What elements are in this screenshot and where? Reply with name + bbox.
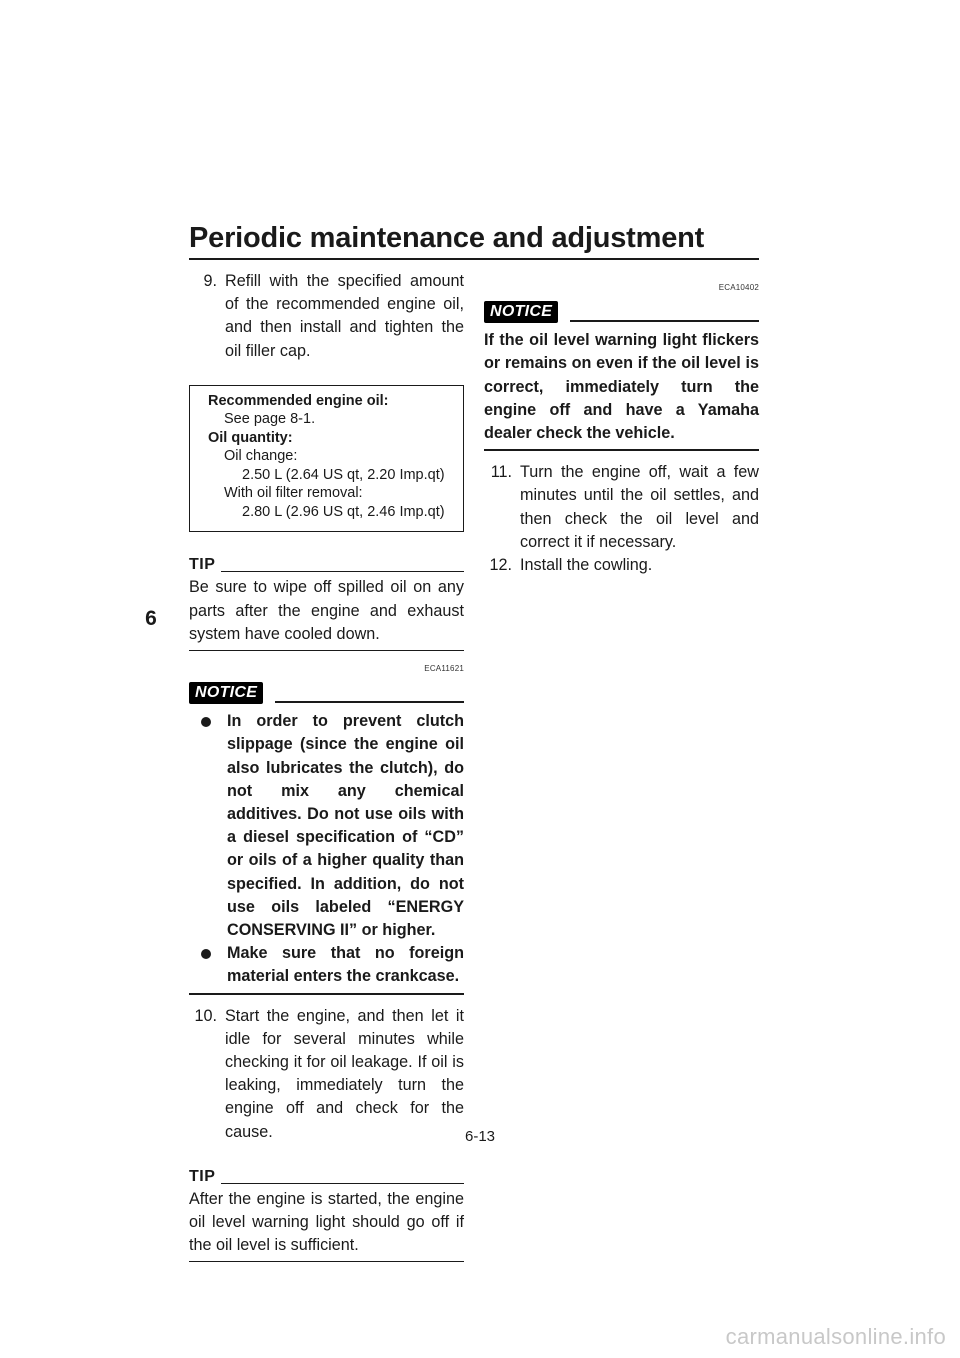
notice-end-rule bbox=[484, 449, 759, 452]
notice-bullet: In order to prevent clutch slippage (sin… bbox=[189, 710, 464, 942]
spec-value-recommended-oil: See page 8-1. bbox=[224, 411, 316, 428]
tip-header: TIP bbox=[189, 1168, 464, 1186]
tip-text: Be sure to wipe off spilled oil on any p… bbox=[189, 578, 464, 643]
bullet-text: Make sure that no foreign material enter… bbox=[227, 944, 464, 986]
step-text: Refill with the specified amount of the … bbox=[225, 272, 464, 360]
spec-box: Recommended engine oil: See page 8-1. Oi… bbox=[189, 384, 464, 533]
step-number: 12. bbox=[489, 556, 512, 575]
page-title: Periodic maintenance and adjustment bbox=[189, 222, 705, 254]
notice-badge: NOTICE bbox=[189, 682, 264, 705]
step-text: Install the cowling. bbox=[520, 556, 653, 575]
spec-label-filter-removal: With oil filter removal: bbox=[224, 485, 363, 502]
notice-rule bbox=[570, 320, 759, 323]
tip-rule bbox=[221, 1182, 464, 1184]
step-11: 11. Turn the engine off, wait a few minu… bbox=[484, 461, 759, 554]
tip-end-rule bbox=[189, 649, 464, 651]
notice-text: If the oil level warning light flickers … bbox=[484, 331, 759, 443]
step-12: 12. Install the cowling. bbox=[484, 554, 759, 577]
notice-badge: NOTICE bbox=[484, 301, 559, 324]
bullet-icon bbox=[201, 949, 211, 960]
bullet-icon bbox=[201, 717, 211, 728]
notice-code: ECA10402 bbox=[718, 283, 759, 292]
step-number: 9. bbox=[203, 272, 217, 290]
notice-code: ECA11621 bbox=[424, 663, 464, 673]
spec-value-oil-change: 2.50 L (2.64 US qt, 2.20 Imp.qt) bbox=[242, 466, 445, 483]
tip-text: After the engine is started, the engine … bbox=[189, 1189, 464, 1255]
step-number: 11. bbox=[490, 463, 512, 482]
notice-body: In order to prevent clutch slippage (sin… bbox=[189, 710, 464, 988]
tip-label: TIP bbox=[189, 1167, 216, 1185]
step-text: Turn the engine off, wait a few minutes … bbox=[520, 463, 759, 551]
bullet-text: In order to prevent clutch slippage (sin… bbox=[227, 712, 464, 939]
notice-header: NOTICE bbox=[484, 301, 759, 324]
tip-rule bbox=[221, 571, 464, 573]
left-column: 9. Refill with the specified amount of t… bbox=[189, 270, 464, 1263]
tip-label: TIP bbox=[189, 556, 216, 574]
spec-label-recommended-oil: Recommended engine oil: bbox=[208, 392, 389, 409]
notice-header: NOTICE bbox=[189, 682, 464, 705]
tip-end-rule bbox=[189, 1261, 464, 1263]
page-number: 6-13 bbox=[464, 1128, 496, 1145]
step-text: Start the engine, and then let it idle f… bbox=[225, 1006, 464, 1141]
chapter-tab: 6 bbox=[145, 607, 157, 630]
notice-bullet: Make sure that no foreign material enter… bbox=[189, 942, 464, 988]
step-10: 10. Start the engine, and then let it id… bbox=[189, 1005, 464, 1144]
step-number: 10. bbox=[194, 1006, 217, 1025]
spec-label-oil-quantity: Oil quantity: bbox=[208, 429, 293, 446]
spec-label-oil-change: Oil change: bbox=[224, 448, 298, 465]
notice-end-rule bbox=[189, 992, 464, 995]
title-rule bbox=[189, 258, 759, 260]
tip-header: TIP bbox=[189, 556, 464, 574]
notice-rule bbox=[275, 701, 464, 704]
watermark: carmanualsonline.info bbox=[725, 1324, 946, 1349]
step-9: 9. Refill with the specified amount of t… bbox=[189, 270, 464, 363]
right-column: ECA10402 NOTICE If the oil level warning… bbox=[484, 270, 759, 577]
spec-value-filter-removal: 2.80 L (2.96 US qt, 2.46 Imp.qt) bbox=[242, 503, 445, 520]
